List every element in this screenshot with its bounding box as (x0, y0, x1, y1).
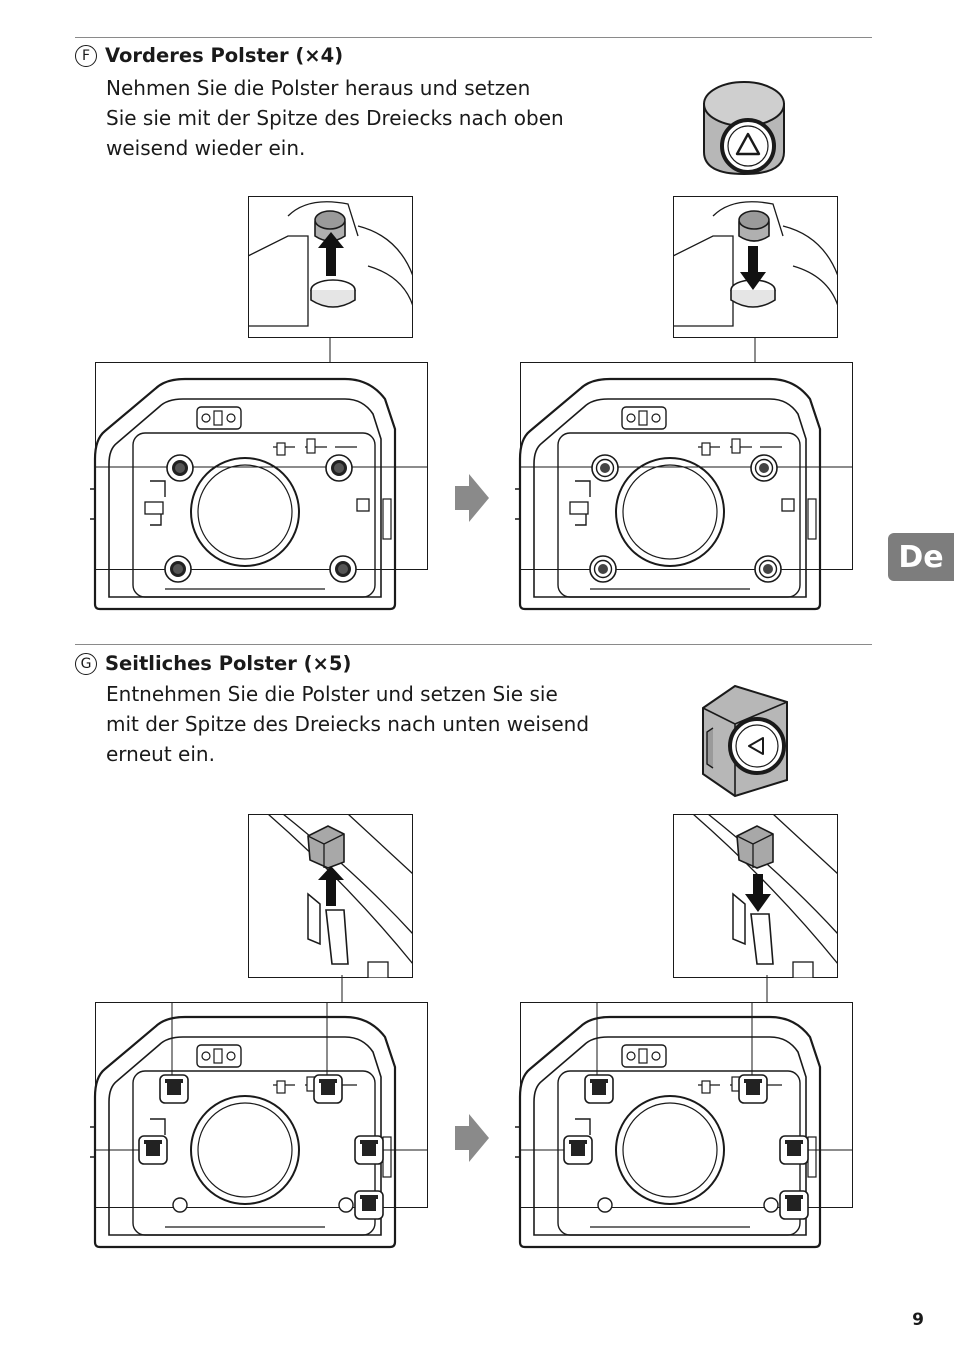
housing-front-pads-before (90, 337, 428, 611)
section-f-heading: F Vorderes Polster (×4) (75, 44, 343, 67)
section-g-marker: G (75, 652, 97, 675)
section-f-line-3: weisend wieder ein. (106, 136, 306, 160)
section-g-title: Seitliches Polster (×5) (105, 652, 352, 675)
section-g-line-3: erneut ein. (106, 742, 215, 766)
front-pad-removal-detail (248, 196, 413, 338)
right-arrow-icon (455, 1114, 489, 1162)
section-f-line-1: Nehmen Sie die Polster heraus und setzen (106, 76, 531, 100)
section-g-text: Entnehmen Sie die Polster und setzen Sie… (106, 679, 606, 769)
side-pad-triangle-down-icon (702, 684, 788, 798)
language-tab: De (888, 533, 954, 581)
language-tab-label: De (898, 539, 944, 575)
housing-side-pads-before (90, 975, 428, 1249)
section-g-heading: G Seitliches Polster (×5) (75, 652, 351, 675)
side-pad-insertion-detail (673, 814, 838, 978)
section-g-line-1: Entnehmen Sie die Polster und setzen Sie… (106, 682, 558, 706)
section-divider-top (75, 37, 872, 38)
side-pad-removal-detail (248, 814, 413, 978)
housing-side-pads-after (515, 975, 853, 1249)
section-f-line-2: Sie sie mit der Spitze des Dreiecks nach… (106, 106, 564, 130)
section-divider-middle (75, 644, 872, 645)
section-f-text: Nehmen Sie die Polster heraus und setzen… (106, 73, 606, 163)
section-f-marker: F (75, 44, 97, 67)
front-pad-insertion-detail (673, 196, 838, 338)
section-f-title: Vorderes Polster (×4) (105, 44, 344, 67)
section-g-line-2: mit der Spitze des Dreiecks nach unten w… (106, 712, 590, 736)
front-pad-triangle-up-icon (703, 81, 785, 176)
page-number: 9 (912, 1310, 924, 1330)
right-arrow-icon (455, 474, 489, 522)
housing-front-pads-after (515, 337, 853, 611)
